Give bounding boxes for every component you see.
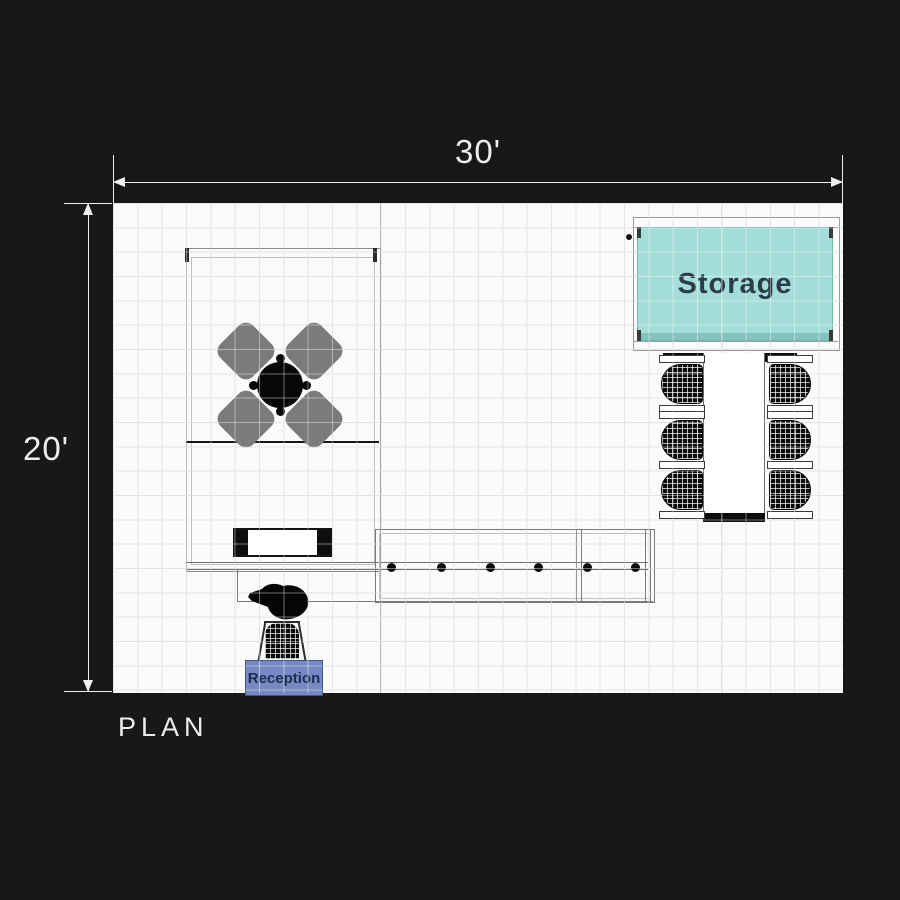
chair-armrest	[659, 511, 705, 519]
chair-seat	[661, 470, 703, 510]
booth-corner-tick-right	[373, 248, 377, 262]
conference-chair	[657, 355, 707, 413]
counter-dot	[386, 562, 396, 572]
storage-room-label: Storage	[677, 267, 793, 300]
counter-divider	[576, 529, 577, 601]
table-leg-nub	[249, 380, 258, 390]
round-table	[257, 362, 303, 408]
storage-corner-post	[637, 227, 641, 238]
chair-seat	[769, 420, 811, 460]
conference-chair	[765, 461, 815, 519]
booth-front-line-2	[186, 569, 648, 570]
chair-armrest	[659, 355, 705, 363]
walkway-line	[237, 601, 653, 602]
dimension-arrow-right-icon	[831, 177, 843, 187]
table-leg-nub	[275, 354, 285, 363]
chair-seat	[661, 420, 703, 460]
chair-seat	[661, 364, 703, 404]
chair-seat	[769, 364, 811, 404]
booth-divider-wall	[186, 441, 379, 443]
sheet-title: PLAN	[118, 712, 209, 742]
table-leg-nub	[302, 380, 311, 390]
storage-room: Storage	[637, 227, 833, 341]
conference-chair	[657, 461, 707, 519]
dimension-arrow-down-icon	[83, 680, 93, 692]
height-dimension-label: 20'	[22, 430, 69, 467]
chair-armrest	[767, 355, 813, 363]
storage-corner-post	[637, 330, 641, 341]
conference-chair	[765, 411, 815, 469]
chair-seat	[769, 470, 811, 510]
counter-dot	[630, 562, 640, 572]
height-dimension-line	[88, 203, 89, 692]
width-dimension-label: 30'	[454, 133, 501, 170]
counter-divider	[581, 529, 582, 601]
storage-frame-bottom-line	[633, 341, 838, 342]
booth-front-line-1	[186, 562, 648, 563]
counter-outline	[375, 529, 655, 603]
conference-table-bottom-edge	[703, 513, 765, 522]
reception-chair	[252, 619, 312, 662]
counter-dot	[582, 562, 592, 572]
counter-dot	[533, 562, 543, 572]
walkway-stub	[237, 569, 238, 601]
conference-chair	[657, 411, 707, 469]
booth-wall-outer	[186, 248, 381, 572]
person-figure	[248, 583, 309, 620]
storage-corner-post	[829, 330, 833, 341]
reception-sign-label: Reception	[247, 669, 321, 687]
chair-armrest	[659, 411, 705, 419]
counter-inner-outline	[379, 533, 651, 599]
reception-desk	[233, 528, 332, 557]
table-leg-nub	[275, 407, 285, 416]
reception-sign: Reception	[245, 660, 323, 696]
desk-end-panel	[317, 530, 330, 555]
dimension-arrow-up-icon	[83, 203, 93, 215]
counter-end-panel	[650, 529, 651, 601]
chair-armrest	[659, 461, 705, 469]
dimension-arrow-left-icon	[113, 177, 125, 187]
width-dimension-line	[113, 182, 843, 183]
booth-wall-inner	[191, 257, 375, 565]
storage-frame	[633, 217, 840, 351]
conference-chair	[765, 355, 815, 413]
counter-dot	[485, 562, 495, 572]
conference-table	[703, 353, 765, 522]
desk-end-panel	[235, 530, 248, 555]
chair-armrest	[767, 461, 813, 469]
counter-end-panel	[645, 529, 646, 601]
storage-corner-post	[829, 227, 833, 238]
chair-armrest	[767, 411, 813, 419]
chair-armrest	[767, 511, 813, 519]
counter-dot	[436, 562, 446, 572]
booth-corner-tick-left	[185, 248, 189, 262]
storage-door-mark	[626, 234, 632, 240]
floor-plan: Reception Storage	[113, 203, 843, 696]
